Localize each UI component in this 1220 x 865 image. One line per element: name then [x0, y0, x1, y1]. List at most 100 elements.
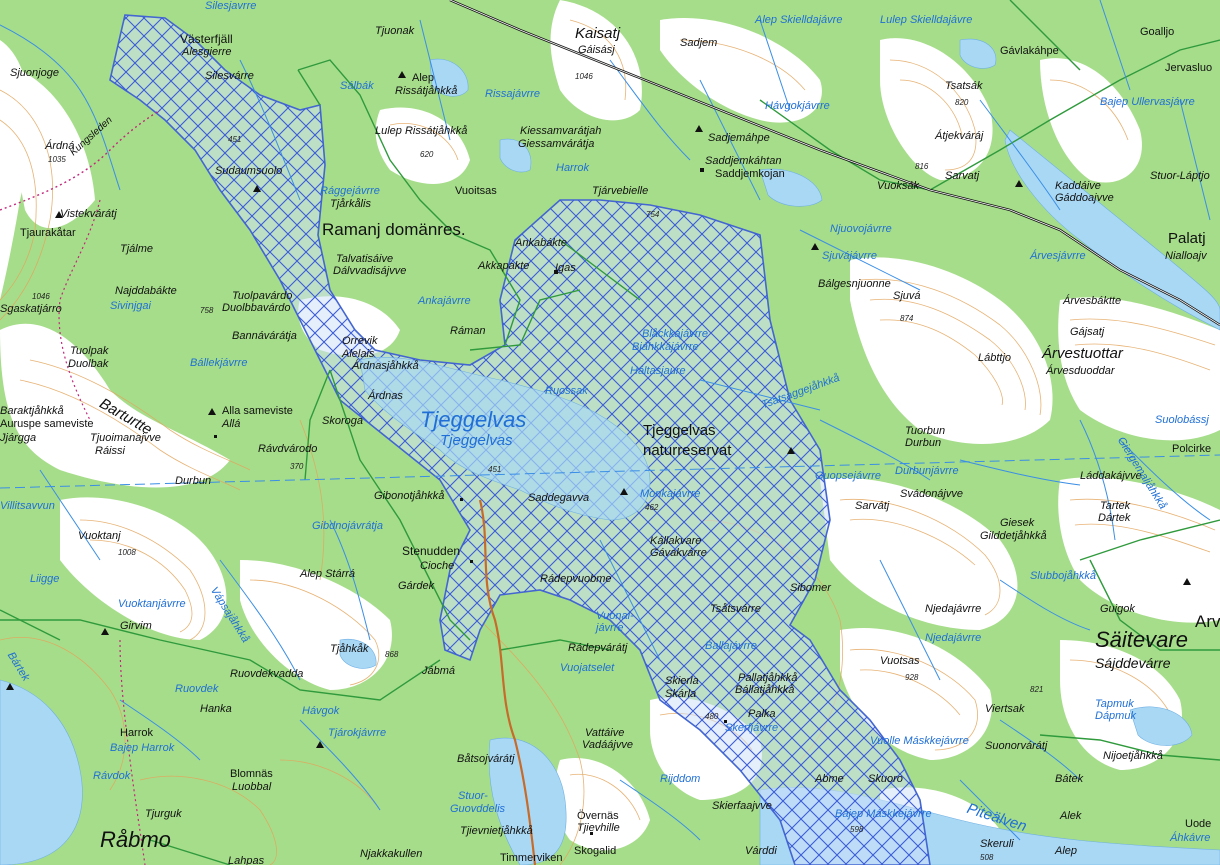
- label-skeruli: Skeruli: [980, 838, 1014, 850]
- label-vattaive: Vattáive: [585, 727, 625, 739]
- elevation-508: 508: [980, 853, 994, 862]
- label-sjuva: Sjuvá: [893, 290, 921, 302]
- power-line-inner: [449, 0, 1220, 326]
- label-rissatjahkka: Rissátjåhkkå: [395, 85, 458, 97]
- label-kaddaive: Kaddáive: [1055, 180, 1101, 192]
- label-ardnasjahkka: Árdnasjåhkkå: [352, 360, 419, 372]
- elevation-370: 370: [290, 462, 304, 471]
- label-duolbbavardo: Duolbbavárdo: [222, 302, 291, 314]
- label-guigok: Guigok: [1100, 603, 1135, 615]
- label-njedajavrre: Njedajávrre: [925, 603, 982, 615]
- label-dalvvadisajvve: Dálvvadisájvve: [333, 265, 407, 277]
- label-ahkavre: Áhkávre: [1170, 832, 1211, 844]
- streams: [0, 0, 1211, 841]
- label-vadaajvve: Vadáájvve: [582, 739, 633, 751]
- label-sgaskatjarro: Sgaskatjárro: [0, 303, 62, 315]
- elevation-928: 928: [905, 673, 919, 682]
- label-vuojatselet: Vuojatselet: [560, 662, 615, 674]
- label-lulep-rissa: Lulep Rissátjåhkkå: [375, 125, 468, 137]
- label-alep-rissa: Alep: [412, 72, 435, 84]
- elevation-758: 758: [200, 306, 214, 315]
- elevation-1046b: 1046: [32, 292, 50, 301]
- label-saddjemkojan: Saddjemkojan: [715, 168, 785, 180]
- label-tjarvebielle: Tjárvebielle: [592, 185, 649, 197]
- label-skerfjavrre: Skerfjávrre: [725, 722, 779, 734]
- label-njuovojavrre: Njuovojávrre: [830, 223, 892, 235]
- label-saitevare: Säitevare: [1095, 627, 1188, 652]
- label-kaisatj: Kaisatj: [575, 25, 621, 42]
- label-tjeggelvas-sami: Tjeggelvas: [440, 432, 513, 449]
- label-jjargga: Jjárgga: [0, 432, 37, 444]
- label-vasterfjall: Västerfjäll: [180, 32, 233, 46]
- label-sivinjgai: Sivinjgai: [110, 300, 151, 312]
- elevation-820: 820: [955, 98, 969, 107]
- label-liigge: Liigge: [30, 573, 60, 585]
- label-gibonotjahkka: Gibonotjåhkkå: [374, 490, 445, 502]
- label-sjuonjoge: Sjuonjoge: [10, 67, 59, 79]
- label-cioche: Cioche: [420, 560, 455, 572]
- label-stuor-guovddelis1: Stuor-: [458, 790, 488, 802]
- label-gaddoajvve: Gáddoajvve: [1055, 192, 1114, 204]
- label-guopsejavrre: Guopsejávrre: [815, 470, 882, 482]
- label-alla: Allá: [222, 418, 241, 430]
- label-tuolpavardo: Tuolpavárdo: [232, 290, 293, 302]
- label-reserve-type: naturreservat: [643, 442, 732, 459]
- label-dartek: Dártek: [1098, 512, 1131, 524]
- label-lulep-skielldajavre: Lulep Skielldajávre: [880, 14, 973, 26]
- label-vuoksak: Vuoksák: [877, 180, 919, 192]
- label-alla-sameviste: Alla sameviste: [222, 405, 293, 417]
- label-tuorbun: Tuorbun: [905, 425, 946, 437]
- label-stuor-guovddelis2: Guovddelis: [450, 803, 506, 815]
- elevation-598: 598: [850, 825, 864, 834]
- label-girvim: Girvim: [120, 620, 152, 632]
- elevation-451a: 451: [228, 135, 242, 144]
- label-sudaumsuolo: Sudaumsuolo: [215, 165, 283, 177]
- lake-tjeggelvas: [359, 357, 651, 521]
- label-atjekvarasj: Átjekváráj: [935, 130, 984, 142]
- label-slubbojahkka: Slubbojåhkkå: [1030, 570, 1097, 582]
- elevation-868: 868: [385, 650, 399, 659]
- label-auruspe: Auruspe sameviste: [0, 418, 94, 430]
- label-blomnas: Blomnäs: [230, 768, 273, 780]
- label-vuoktanj: Vuoktanj: [78, 530, 121, 542]
- label-durbun-w: Durbun: [175, 475, 212, 487]
- label-sajddevarre: Sájddevárre: [1095, 655, 1171, 671]
- label-alesgierre: Alesgierre: [182, 46, 232, 58]
- label-tjievhille: Tjievhille: [577, 822, 620, 834]
- label-skuoro: Skuoro: [868, 773, 903, 785]
- label-gavakvarre: Gávakvárre: [650, 547, 707, 559]
- label-overnas: Övernäs: [577, 810, 619, 822]
- label-polcirke: Polcirke: [1172, 443, 1212, 455]
- label-ardnas: Árdnas: [368, 390, 403, 402]
- label-skarla: Skárla: [665, 688, 697, 700]
- label-nialloaj: Nialloajv: [1165, 250, 1207, 262]
- label-tjaurakatar: Tjaurakåtar: [20, 227, 76, 239]
- label-tjahkak: Tjåhkåk: [330, 643, 369, 655]
- buildings: [214, 168, 727, 835]
- label-bannavaratja: Bannávárátja: [232, 330, 297, 342]
- label-vuoktanjavrre: Vuoktanjávrre: [118, 598, 186, 610]
- label-vuolle-maskkejavrre: Vuolle Máskkejávrre: [870, 735, 969, 747]
- label-tjuoimanajvve: Tjuoimanajvve: [90, 432, 161, 444]
- label-silesvarre: Silesvárre: [205, 70, 254, 82]
- label-palatj: Palatj: [1168, 230, 1206, 247]
- label-baraktjahkka: Baraktjåhkkå: [0, 405, 64, 417]
- elevation-874: 874: [900, 314, 914, 323]
- kungsleden-trail: [0, 109, 161, 211]
- label-salbak: Sálbák: [340, 80, 374, 92]
- label-palka: Palka: [748, 708, 776, 720]
- label-skierfaajvve: Skierfaajvve: [712, 800, 772, 812]
- label-saddjemkahtan: Saddjemkáhtan: [705, 155, 782, 167]
- label-tjeggelvas: Tjeggelvas: [420, 407, 527, 432]
- label-harrok-top: Harrok: [556, 162, 590, 174]
- label-njedajavrre-water: Njedajávrre: [925, 632, 982, 644]
- label-gibdnojavratja: Gibdnojávrátja: [312, 520, 383, 532]
- elevation-451b: 451: [488, 465, 502, 474]
- label-kiessamvaratjah: Kiessamvarátjah: [520, 125, 602, 137]
- label-tjuonak: Tjuonak: [375, 25, 415, 37]
- label-ramanj-domanres: Ramanj domänres.: [322, 220, 466, 239]
- label-alek: Alek: [1060, 810, 1082, 822]
